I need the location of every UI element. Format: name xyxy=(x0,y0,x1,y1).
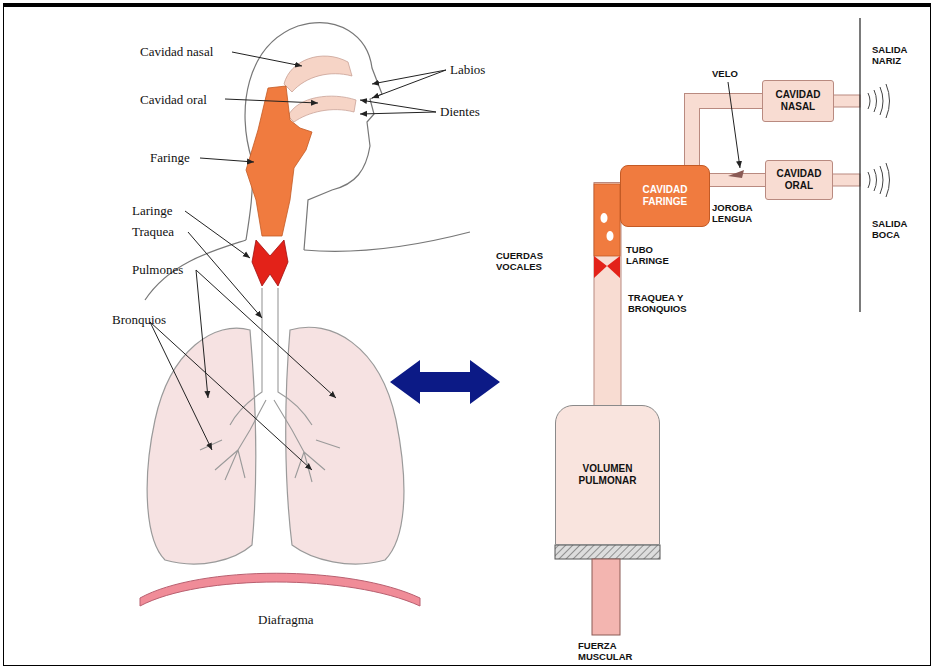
air-tube xyxy=(692,101,762,165)
nasal-cavity xyxy=(284,56,352,92)
vocal-cords xyxy=(594,256,620,278)
pharynx-shape xyxy=(246,86,312,236)
part-label: Diafragma xyxy=(258,612,314,628)
part-label: Cavidad nasal xyxy=(140,44,213,60)
part-label: VELO xyxy=(712,68,752,79)
piston-rod xyxy=(592,559,620,635)
part-label: JOROBA LENGUA xyxy=(712,202,764,224)
node-text: CAVIDAD FARINGE xyxy=(625,184,705,208)
velum-leader xyxy=(728,82,740,168)
pharynx-box: CAVIDAD FARINGE xyxy=(620,165,710,227)
double-arrow xyxy=(390,360,500,404)
lungs xyxy=(147,327,404,564)
head-outline xyxy=(145,23,470,300)
part-label: CUERDAS VOCALES xyxy=(496,250,588,272)
part-label: Pulmones xyxy=(132,262,183,278)
part-label: FUERZA MUSCULAR xyxy=(578,640,650,662)
part-label: Labios xyxy=(450,62,485,78)
piston xyxy=(555,545,660,559)
part-label: Dientes xyxy=(440,104,480,120)
node-text: VOLUMEN PULMONAR xyxy=(560,463,655,487)
sound-waves xyxy=(868,84,890,197)
part-label: Cavidad oral xyxy=(140,92,207,108)
nasal-cavity-box: CAVIDAD NASAL xyxy=(762,80,834,122)
oral-cavity xyxy=(288,96,356,122)
node-text: CAVIDAD ORAL xyxy=(770,168,828,192)
part-label: SALIDA BOCA xyxy=(872,218,922,240)
part-label: Laringe xyxy=(132,203,172,219)
trachea-bronchi xyxy=(200,288,340,482)
part-label: Bronquios xyxy=(112,312,166,328)
oral-cavity-box: CAVIDAD ORAL xyxy=(765,160,833,200)
velum-flap xyxy=(728,170,744,178)
diaphragm xyxy=(140,573,420,606)
part-label: Faringe xyxy=(150,150,190,166)
lung-volume-box: VOLUMEN PULMONAR xyxy=(555,405,660,545)
node-text: CAVIDAD NASAL xyxy=(767,89,829,113)
air-tube xyxy=(710,180,765,181)
larynx-shape xyxy=(252,240,288,286)
part-label: SALIDA NARIZ xyxy=(872,44,922,66)
leader-lines xyxy=(150,52,446,470)
exit-line xyxy=(859,18,860,312)
part-label: TRAQUEA Y BRONQUIOS xyxy=(628,292,708,314)
outlet-pipes xyxy=(832,95,860,186)
part-label: Traquea xyxy=(132,224,174,240)
part-label: TUBO LARINGE xyxy=(626,244,682,266)
